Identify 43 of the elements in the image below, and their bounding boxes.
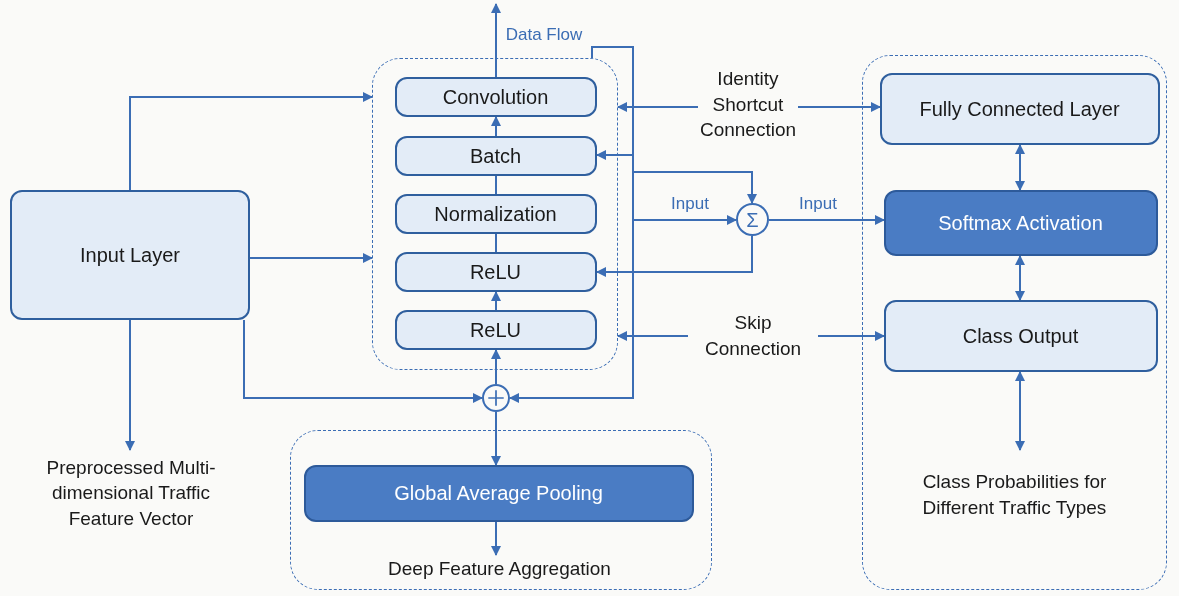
arrow: [1015, 255, 1025, 301]
dashed-group-frame: [372, 58, 618, 370]
process-box: [883, 189, 1158, 256]
process-box: [10, 190, 250, 320]
arrow: [125, 319, 135, 451]
arrow: [491, 349, 501, 385]
node-text: ReLU: [469, 259, 522, 285]
process-box: [394, 251, 597, 292]
node-text: Normalization: [434, 201, 557, 227]
node-text: Convolution: [442, 84, 549, 110]
node-text: Input Layer: [79, 243, 181, 268]
arrow: [1015, 144, 1025, 191]
process-box: [303, 464, 694, 522]
process-box: [394, 309, 597, 350]
arrow: [768, 215, 885, 225]
arrow: [243, 319, 483, 403]
process-box: [879, 72, 1160, 145]
arrow: [249, 253, 373, 263]
node-text: Fully Connected Layer: [919, 96, 1120, 122]
caption-text: Deep Feature Aggregation: [388, 556, 611, 581]
node-text: Batch: [469, 143, 522, 169]
arrow: [591, 46, 737, 225]
arrow: [491, 291, 501, 311]
node-text: Softmax Activation: [938, 210, 1103, 236]
node-text: Global Average Pooling: [394, 481, 603, 506]
caption-text: Preprocessed Multi- dimensional Traffic Feature Vector: [45, 455, 217, 531]
arrow: [491, 3, 501, 78]
arrow: [596, 235, 753, 277]
caption-text: Class Probabilities for Different Traffic Types: [921, 469, 1108, 520]
node-text: Σ: [746, 209, 759, 230]
arrow: [129, 92, 373, 191]
arrow: [491, 521, 501, 556]
arrow: [491, 116, 501, 137]
process-box: [394, 76, 597, 117]
arrow: [1015, 371, 1025, 451]
node-text: Class Output: [962, 323, 1079, 349]
process-box: [394, 193, 597, 234]
process-box: [394, 135, 597, 176]
dashed-group-frame: [862, 55, 1167, 590]
dashed-group-frame: [290, 430, 712, 590]
process-box: [883, 299, 1158, 372]
node-text: ReLU: [469, 317, 522, 343]
arrow: [491, 411, 501, 466]
